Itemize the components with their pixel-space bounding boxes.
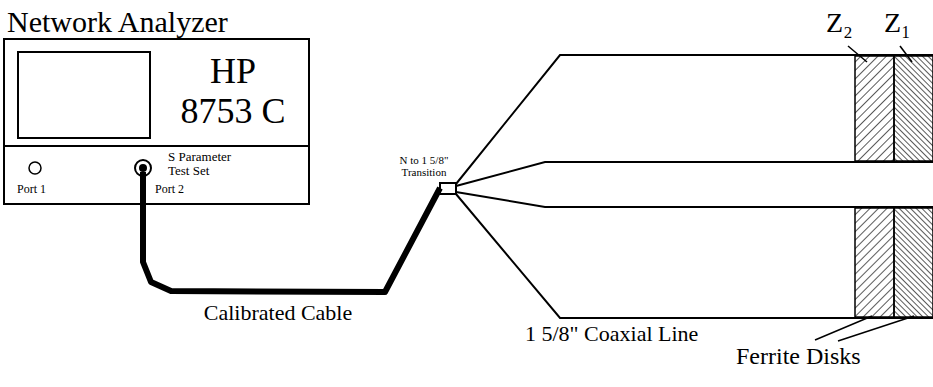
coaxial-line: 1 5/8" Coaxial Line xyxy=(440,50,933,350)
impedance-label: Z₁ xyxy=(884,8,911,39)
outer-conductor xyxy=(456,55,933,318)
line-label: 1 5/8" Coaxial Line xyxy=(525,322,698,346)
model-name: HP 8753 C xyxy=(175,52,291,131)
port-label: Port 2 xyxy=(155,183,184,196)
analyzer-screen xyxy=(18,52,150,138)
impedance-label: Z₂ xyxy=(826,8,853,39)
leader-line xyxy=(838,316,914,341)
ferrite-disk xyxy=(855,56,894,161)
leader-line xyxy=(900,46,912,62)
leader-line xyxy=(848,46,867,62)
port-label: Port 1 xyxy=(17,183,46,196)
transition-connector xyxy=(440,183,456,194)
panel-label: S Parameter Test Set xyxy=(168,150,243,179)
ferrite-disk xyxy=(855,208,894,317)
part-label: Ferrite Disks xyxy=(736,343,861,369)
test-set-panel: S Parameter Test SetPort 1 Port 2 xyxy=(5,145,308,203)
inner-conductor xyxy=(456,162,933,207)
ferrite-disk xyxy=(894,56,933,161)
port-connector xyxy=(139,164,147,172)
cable-stub xyxy=(140,172,146,204)
ferrite-disk xyxy=(894,208,933,317)
analyzer-box: Network AnalyzerHP 8753 CS Parameter Tes… xyxy=(3,38,310,205)
cable-label: Calibrated Cable xyxy=(204,301,352,325)
port-connector xyxy=(29,162,41,174)
leader-line xyxy=(815,316,872,340)
instrument-title: Network Analyzer xyxy=(7,5,228,38)
transition-label: N to 1 5/8" Transition xyxy=(393,154,455,178)
